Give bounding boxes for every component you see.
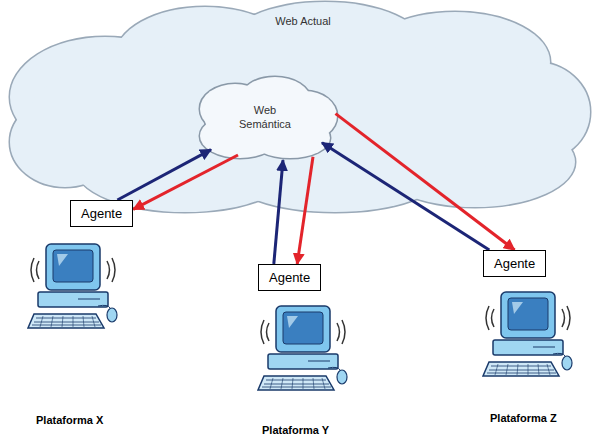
computer-icon [28, 244, 117, 328]
agent-box: Agente [258, 264, 321, 291]
platform-label: Plataforma Z [490, 412, 557, 424]
computer-icon [258, 306, 347, 390]
cloud-label: Web Actual [233, 15, 373, 29]
agent-label: Agente [494, 256, 535, 271]
web-cloud: Web ActualWeb Semántica [5, 2, 595, 217]
computer-icon [483, 292, 572, 376]
agent-label: Agente [269, 270, 310, 285]
platform-label: Plataforma X [36, 414, 103, 426]
platform-label: Plataforma Y [262, 424, 329, 436]
agent-label: Agente [81, 206, 122, 221]
semantic-web-cloud: Web Semántica [190, 74, 340, 162]
cloud-outline [5, 2, 595, 217]
agent-box: Agente [70, 200, 133, 227]
agent-box: Agente [483, 250, 546, 277]
cloud-label: Web Semántica [234, 104, 296, 132]
